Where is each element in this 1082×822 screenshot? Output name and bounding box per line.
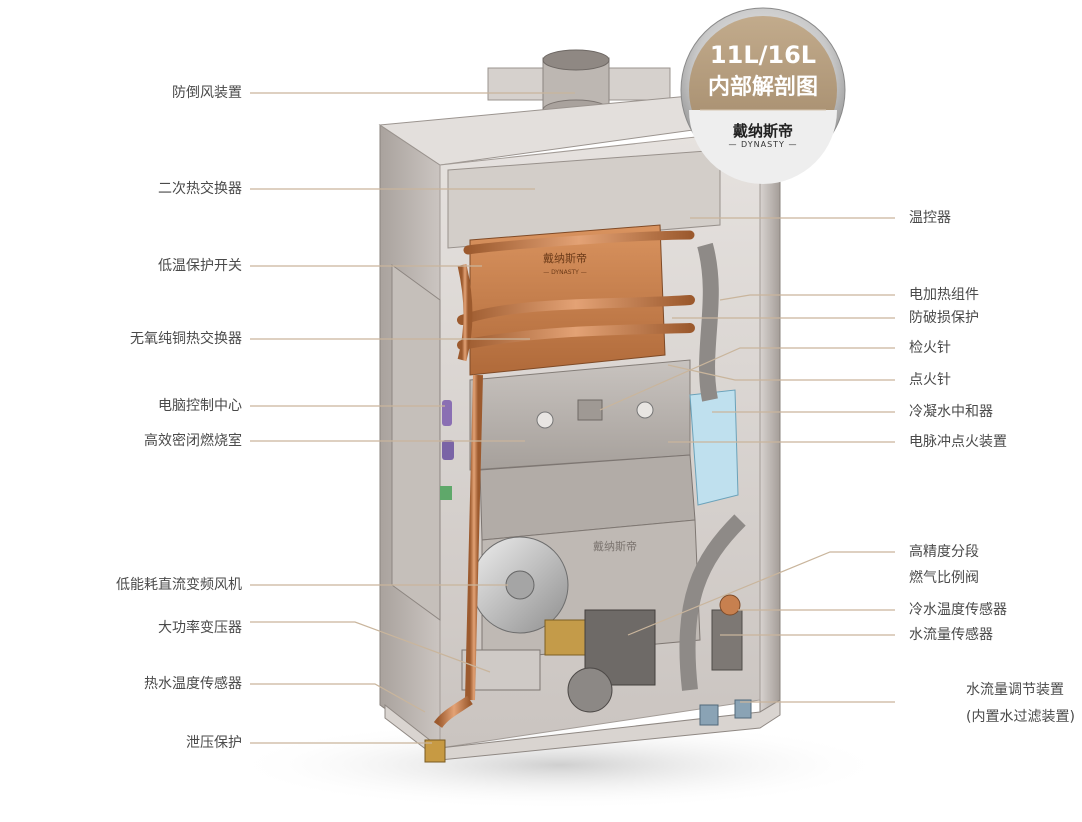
capacitor [442,400,452,426]
label-cold-water-sensor: 冷水温度传感器 [909,602,1007,618]
flue-pipe-top [542,49,610,71]
copper-tube-3 [463,230,695,255]
label-flow-regulator: 水流量调节装置 [966,682,1064,698]
label-ignition-pin: 点火针 [909,372,951,388]
badge-subtitle: 内部解剖图 [707,75,818,100]
label-copper-heat-exchanger: 无氧纯铜热交换器 [130,331,242,347]
label-condensate-neutralizer: 冷凝水中和器 [909,404,993,420]
label-pulse-ignition: 电脉冲点火装置 [909,434,1007,450]
label-anti-backdraft: 防倒风装置 [172,85,242,101]
label-high-precision: 高精度分段 [909,544,979,560]
hx-brand-plate: 戴纳斯帝 [543,251,587,265]
label-flame-detector: 检火针 [909,340,951,356]
relief-valve-fitting [424,739,446,763]
copper-tube-1 [457,295,695,325]
model-badge [680,7,846,184]
label-dc-fan: 低能耗直流变频风机 [116,577,242,593]
grey-pipe-1 [697,242,719,402]
condensate-neutralizer [689,389,739,506]
grey-pipe-2 [679,514,746,691]
water-inlet-fitting [699,704,719,726]
casing-right [759,109,781,713]
cold-water-fitting [734,699,752,719]
gas-valve-coil [544,619,586,656]
floor-shadow [230,720,890,810]
badge-brand-en: — DYNASTY — [728,140,798,149]
control-board [391,264,441,621]
label-thermostat: 温控器 [909,210,951,226]
leader-lines-left [250,92,575,744]
badge-brand: 戴纳斯帝 [732,122,793,140]
label-transformer: 大功率变压器 [158,620,242,636]
chamber-brand-plate: 戴纳斯帝 [593,539,637,553]
secondary-heat-exchanger [447,149,721,249]
label-anti-damage: 防破损保护 [909,310,979,326]
label-control-center: 电脑控制中心 [158,398,242,414]
label-hot-water-sensor: 热水温度传感器 [144,676,242,692]
base-tray [384,699,781,761]
badge-title: 11L/16L [709,41,817,69]
copper-tube-bend [457,263,473,362]
terminal-block [440,486,452,500]
copper-tube-2 [457,323,695,350]
label-water-filter: (内置水过滤装置) [966,709,1075,725]
copper-pipe-left [465,374,483,701]
label-combustion-chamber: 高效密闭燃烧室 [144,433,242,449]
hx-brand-plate-en: — DYNASTY — [543,269,587,276]
label-pressure-relief: 泄压保护 [186,735,242,751]
leader-lines-right [599,217,895,703]
label-low-temp-switch: 低温保护开关 [158,258,242,274]
copper-pipe-outlet [433,695,473,729]
label-secondary-heat-exchanger: 二次热交换器 [158,181,242,197]
label-gas-valve: 燃气比例阀 [909,570,979,586]
capacitor-2 [442,440,454,460]
label-electric-heating: 电加热组件 [909,287,979,303]
label-water-flow-sensor: 水流量传感器 [909,627,993,643]
water-flow-sensor [711,609,743,671]
